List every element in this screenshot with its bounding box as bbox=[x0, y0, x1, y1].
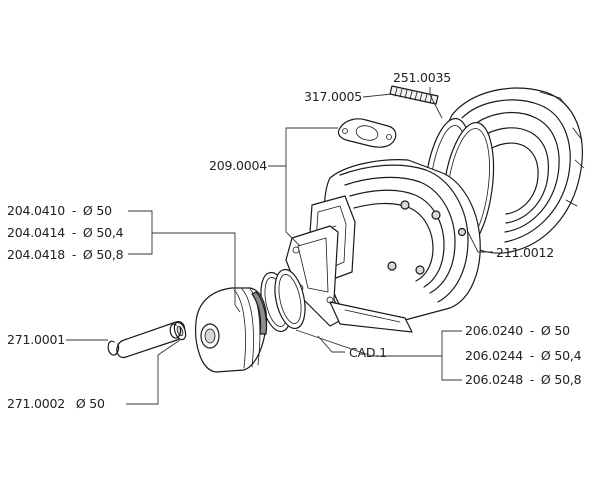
ring-variant-1-code: 206.0240 bbox=[465, 323, 523, 338]
ring-variant-1-label: 206.0240 - Ø 50 bbox=[465, 323, 570, 338]
piston-variant-1-dia: Ø 50 bbox=[83, 203, 112, 218]
piston-variant-1-code: 204.0410 bbox=[7, 203, 65, 218]
ring-variant-3-sep: - bbox=[530, 372, 534, 387]
piston-variant-2-dia: Ø 50,4 bbox=[83, 225, 124, 240]
ring-variant-3-label: 206.0248 - Ø 50,8 bbox=[465, 372, 582, 387]
ring-variant-2-label: 206.0244 - Ø 50,4 bbox=[465, 348, 582, 363]
ring-variant-1-dia: Ø 50 bbox=[541, 323, 570, 338]
piston-rings-drawing bbox=[260, 268, 306, 333]
stud-code-label: 317.0005 bbox=[304, 89, 362, 104]
piston-variant-3-dia: Ø 50,8 bbox=[83, 247, 124, 262]
circlip-code-label: 271.0001 bbox=[7, 332, 65, 347]
piston-pin-code: 271.0002 bbox=[7, 396, 65, 411]
piston-pin-label: 271.0002 Ø 50 bbox=[7, 396, 105, 411]
piston-variant-1-label: 204.0410 - Ø 50 bbox=[7, 203, 112, 218]
ring-variant-3-dia: Ø 50,8 bbox=[541, 372, 582, 387]
cylinder-assembly-label: CAD.1 bbox=[349, 345, 387, 360]
intake-gasket-code-label: 209.0004 bbox=[209, 158, 267, 173]
piston-pin-dia: Ø 50 bbox=[76, 396, 105, 411]
ring-variant-2-code: 206.0244 bbox=[465, 348, 523, 363]
piston-variant-1-sep: - bbox=[72, 203, 76, 218]
piston-drawing bbox=[195, 287, 268, 373]
part-labels: 317.0005 251.0035 209.0004 211.0012 CAD.… bbox=[7, 70, 582, 411]
piston-variant-2-label: 204.0414 - Ø 50,4 bbox=[7, 225, 124, 240]
circlips-drawing bbox=[107, 323, 182, 356]
piston-pin-drawing bbox=[116, 321, 187, 359]
intake-gasket-drawing bbox=[337, 118, 397, 148]
stud-drawing bbox=[389, 85, 439, 105]
ring-variant-1-sep: - bbox=[530, 323, 534, 338]
cylinder-drawing bbox=[285, 159, 481, 333]
base-gasket-code-label: 211.0012 bbox=[496, 245, 554, 260]
ring-variant-2-dia: Ø 50,4 bbox=[541, 348, 582, 363]
piston-variant-2-code: 204.0414 bbox=[7, 225, 65, 240]
piston-variant-3-label: 204.0418 - Ø 50,8 bbox=[7, 247, 124, 262]
piston-variant-3-code: 204.0418 bbox=[7, 247, 65, 262]
ring-variant-2-sep: - bbox=[530, 348, 534, 363]
ring-variant-3-code: 206.0248 bbox=[465, 372, 523, 387]
piston-variant-3-sep: - bbox=[72, 247, 76, 262]
leader-lines bbox=[66, 87, 493, 405]
piston-variant-2-sep: - bbox=[72, 225, 76, 240]
head-code-label: 251.0035 bbox=[393, 70, 451, 85]
